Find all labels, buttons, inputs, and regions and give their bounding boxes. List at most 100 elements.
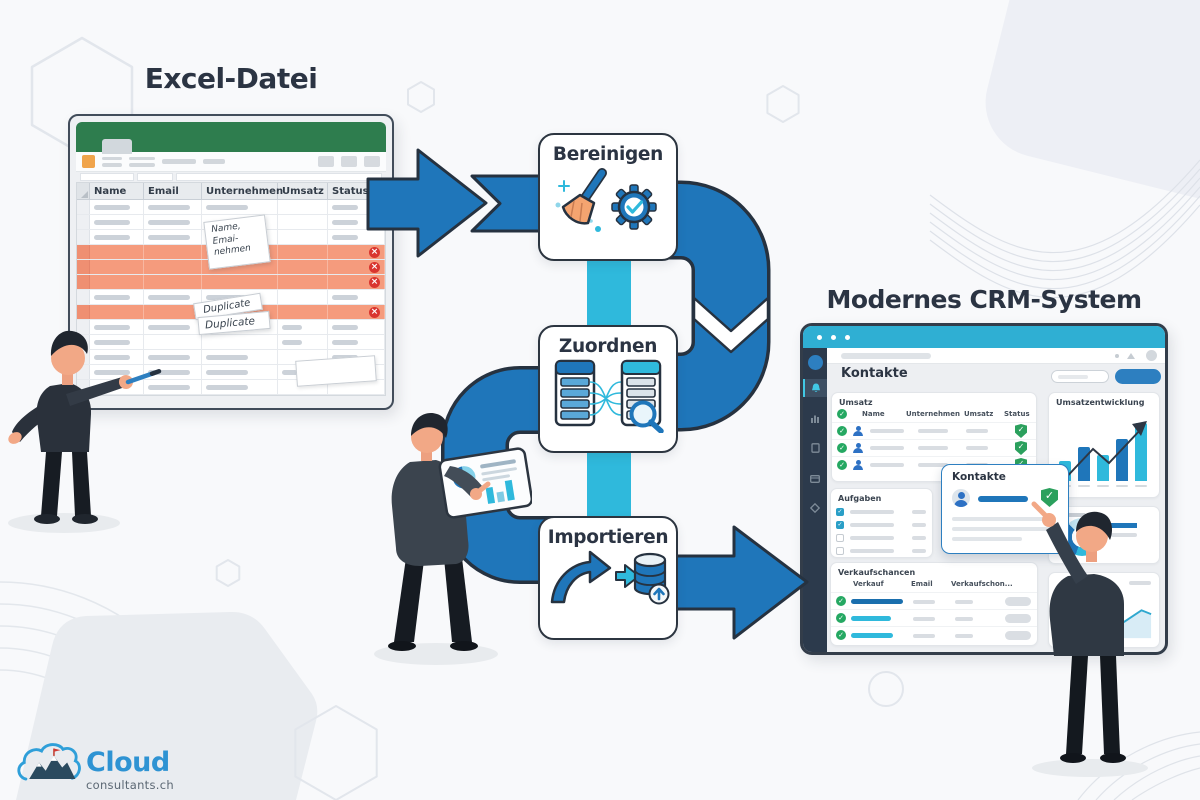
pen-icon	[125, 370, 157, 385]
crm-section-title: Modernes CRM-System	[826, 285, 1142, 314]
column-header: Email	[144, 183, 202, 199]
error-x-badge: ×	[369, 246, 380, 258]
wave-lines-top-right	[929, 159, 1200, 299]
placeholder-bar	[952, 527, 1056, 531]
document-icon	[810, 443, 820, 453]
avatar	[952, 489, 970, 507]
avatar[interactable]	[1146, 350, 1157, 361]
deal-row: ✓	[831, 592, 1037, 609]
deal-row: ✓	[831, 609, 1037, 626]
task-row: ✓	[831, 506, 932, 519]
column-header: Umsatz	[278, 183, 328, 199]
address-bar[interactable]	[841, 353, 931, 359]
excel-header-row: Name Email Unternehmen Umsatz Status	[77, 183, 385, 200]
panel-umsatz: Umsatz ✓ Name Unternehmen Umsatz Status …	[831, 392, 1037, 482]
placeholder-text-bar	[332, 324, 358, 330]
deal-value-bar	[851, 633, 893, 638]
person-pointing-at-crm	[1031, 501, 1148, 777]
panel-verkaufschancen: Verkaufschancen Verkauf Email Verkaufsch…	[830, 562, 1038, 646]
file-icon[interactable]	[82, 155, 95, 168]
placeholder-text-bar	[148, 369, 190, 375]
sidebar-item-cards[interactable]	[810, 468, 820, 487]
crm-contact-row: ✓✓	[832, 422, 1036, 439]
step-importieren: Importieren	[538, 516, 678, 640]
axis-tick	[1097, 485, 1109, 487]
excel-cell	[144, 275, 202, 289]
placeholder-bar	[955, 634, 973, 638]
placeholder-bar	[870, 463, 904, 467]
gear-check-icon	[611, 184, 657, 230]
check-icon: ✓	[837, 460, 847, 470]
toolbar-bar	[203, 159, 225, 164]
excel-data-row	[77, 200, 385, 215]
bar-chart-icon	[811, 415, 819, 423]
excel-cell	[144, 215, 202, 229]
chart-bar	[1135, 423, 1147, 481]
excel-cell: ×	[328, 260, 385, 274]
excel-cell	[278, 305, 328, 319]
check-icon: ✓	[837, 443, 847, 453]
sidebar-item-documents[interactable]	[810, 438, 820, 457]
placeholder-bar	[870, 429, 904, 433]
task-checkbox[interactable]: ✓	[836, 508, 844, 516]
excel-cell	[202, 200, 278, 214]
task-row	[831, 532, 932, 545]
table-header: ✓ Name Unternehmen Umsatz Status	[832, 406, 1036, 422]
legend-bar	[1111, 523, 1137, 528]
chart-bar	[1116, 439, 1128, 481]
task-checkbox[interactable]: ✓	[836, 521, 844, 529]
placeholder-bar	[955, 600, 973, 604]
placeholder-text-bar	[94, 339, 130, 345]
toolbar-button[interactable]	[318, 156, 334, 167]
placeholder-text-bar	[94, 324, 130, 330]
excel-toolbar	[76, 152, 386, 172]
task-checkbox[interactable]	[836, 547, 844, 555]
column-header: Status	[1004, 410, 1030, 418]
toolbar-button[interactable]	[364, 156, 380, 167]
sparkle-icon	[558, 180, 570, 192]
primary-action-button[interactable]	[1115, 369, 1161, 384]
excel-cell	[202, 365, 278, 379]
excel-cell	[144, 260, 202, 274]
excel-cell	[278, 290, 328, 304]
placeholder-text-bar	[148, 294, 190, 300]
placeholder-text-bar	[332, 339, 358, 345]
sidebar-item-contacts[interactable]	[803, 379, 827, 397]
search-input[interactable]	[1051, 370, 1109, 383]
placeholder-text-bar	[94, 294, 130, 300]
placeholder-text-bar	[206, 384, 248, 390]
excel-cell	[328, 215, 385, 229]
placeholder-text-bar	[94, 204, 130, 210]
placeholder-bar	[966, 446, 988, 450]
excel-cell	[144, 200, 202, 214]
placeholder-bar	[966, 429, 988, 433]
excel-cell	[328, 200, 385, 214]
task-checkbox[interactable]	[836, 534, 844, 542]
excel-cell	[278, 215, 328, 229]
sidebar-item-reports[interactable]	[810, 408, 820, 427]
notification-icon[interactable]	[1127, 353, 1135, 359]
person-with-tablet	[374, 412, 532, 665]
placeholder-text-bar	[94, 369, 130, 375]
placeholder-bar	[913, 634, 935, 638]
excel-sheet-tab[interactable]	[102, 139, 132, 154]
placeholder-text-bar	[332, 219, 358, 225]
row-number-cell	[77, 305, 90, 319]
mapping-icons	[554, 359, 664, 434]
step-zuordnen: Zuordnen	[538, 325, 678, 453]
broom-icon	[561, 168, 607, 225]
deal-value-bar	[851, 616, 891, 621]
sidebar-item-more[interactable]	[809, 498, 821, 517]
arrow-steps-to-crm	[674, 525, 809, 640]
toolbar-button[interactable]	[341, 156, 357, 167]
person-icon	[853, 460, 863, 470]
row-number-cell	[77, 290, 90, 304]
placeholder-text-bar	[148, 219, 190, 225]
placeholder-text-bar	[148, 324, 190, 330]
placeholder-text-bar	[282, 339, 302, 345]
step-label: Zuordnen	[558, 336, 658, 357]
excel-cell	[278, 380, 328, 394]
excel-cell	[144, 230, 202, 244]
axis-tick	[1135, 485, 1147, 487]
